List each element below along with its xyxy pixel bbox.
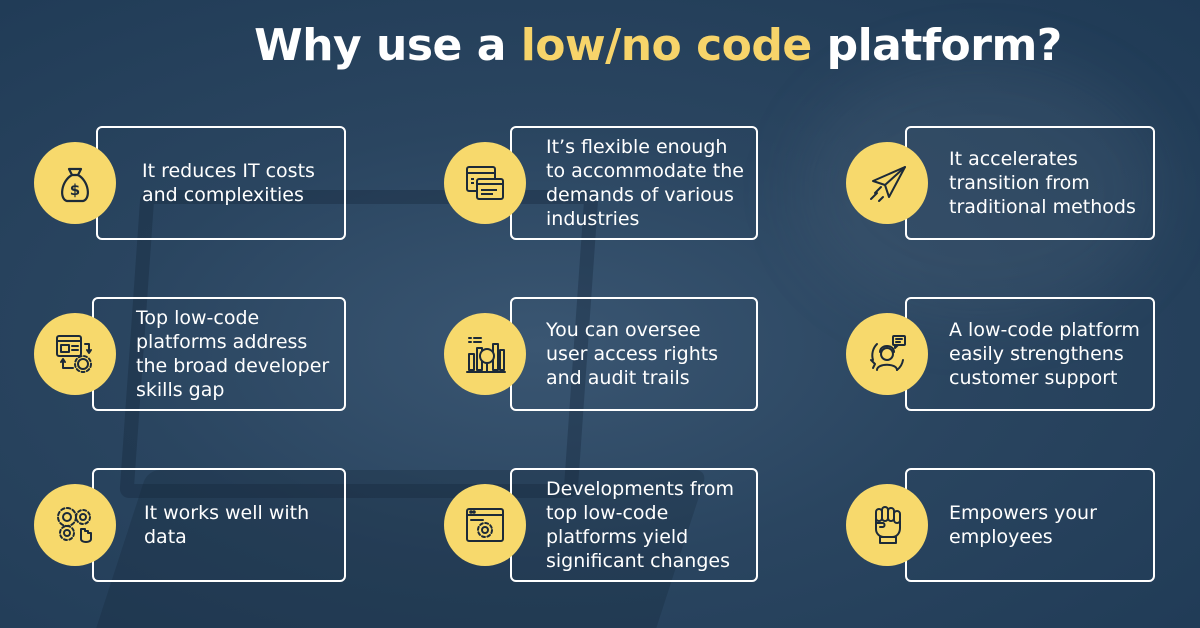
benefit-text: A low-code platform easily strengthens c… [949,319,1140,389]
benefit-card: It accelerates transition from tradition… [905,126,1155,240]
benefit-card: Developments from top low-code platforms… [510,468,758,582]
money-bag-icon: $ [34,142,116,224]
benefit-card: It’s flexible enough to accommodate the … [510,126,758,240]
benefit-text: It works well with data [144,502,310,548]
paper-plane-icon [846,142,928,224]
customer-support-icon [846,313,928,395]
benefit-card: Empowers your employees [905,468,1155,582]
benefit-card: It reduces IT costs and complexities [96,126,346,240]
benefit-text: It accelerates transition from tradition… [949,148,1136,218]
workflow-gear-icon [34,313,116,395]
benefit-text: It’s flexible enough to accommodate the … [546,136,744,230]
analytics-magnifier-icon [444,313,526,395]
benefit-card: Top low-code platforms address the broad… [92,297,346,411]
title-suffix: platform? [811,20,1063,71]
benefit-card: You can oversee user access rights and a… [510,297,758,411]
title-prefix: Why use a [254,20,521,71]
benefit-card: A low-code platform easily strengthens c… [905,297,1155,411]
benefit-text: You can oversee user access rights and a… [546,319,719,389]
benefit-text: It reduces IT costs and complexities [142,160,315,206]
raised-fist-icon [846,484,928,566]
browser-gear-icon [444,484,526,566]
gears-icon [34,484,116,566]
page-title: Why use a low/no code platform? [0,20,1200,71]
benefit-text: Top low-code platforms address the broad… [136,307,330,401]
svg-text:$: $ [70,181,80,199]
benefit-text: Developments from top low-code platforms… [546,478,735,572]
benefit-text: Empowers your employees [949,502,1097,548]
browser-windows-icon [444,142,526,224]
benefit-card: It works well with data [92,468,346,582]
title-highlight: low/no code [520,20,813,71]
